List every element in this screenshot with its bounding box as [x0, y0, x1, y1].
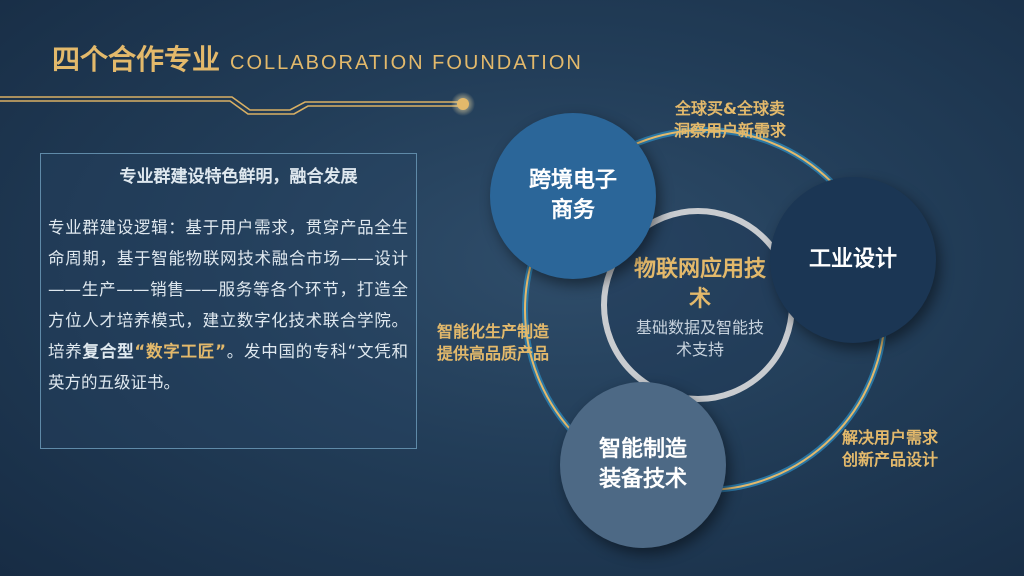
label-smart-production: 智能化生产制造提供高品质产品 — [420, 321, 566, 365]
label-line: 全球买&全球卖 — [675, 99, 785, 118]
node-industrial-design: 工业设计 — [770, 177, 936, 343]
circuit-line — [0, 96, 460, 115]
description-box: 专业群建设特色鲜明，融合发展 专业群建设逻辑：基于用户需求，贯穿产品全生命周期，… — [40, 153, 417, 449]
center-subtitle: 基础数据及智能技术支持 — [635, 318, 764, 359]
node-intelligent-manufacturing: 智能制造装备技术 — [560, 382, 726, 548]
label-global-trade: 全球买&全球卖洞察用户新需求 — [655, 98, 805, 142]
title-en: COLLABORATION FOUNDATION — [230, 52, 583, 74]
label-user-needs: 解决用户需求创新产品设计 — [825, 427, 955, 471]
label-line: 洞察用户新需求 — [673, 121, 786, 140]
box-heading: 专业群建设特色鲜明，融合发展 — [119, 167, 358, 187]
node-cross-border-ecommerce: 跨境电子商务 — [490, 113, 656, 279]
label-line: 智能化生产制造 — [436, 322, 549, 341]
title-cn: 四个合作专业 — [52, 43, 221, 76]
node-label: 跨境电子商务 — [528, 168, 617, 223]
node-label: 智能制造装备技术 — [598, 437, 687, 492]
body-highlight: “数字工匠” — [134, 342, 226, 361]
center-node: 物联网应用技术 基础数据及智能技术支持 — [630, 255, 770, 361]
body-bold: 复合型 — [82, 342, 135, 361]
body-text-end: 。发中国的专科“文凭和英方的五级证书。 — [48, 342, 408, 392]
label-line: 创新产品设计 — [841, 450, 938, 469]
box-body: 专业群建设逻辑：基于用户需求，贯穿产品全生命周期，基于智能物联网技术融合市场——… — [48, 212, 408, 398]
center-title: 物联网应用技术 — [633, 257, 766, 312]
body-text: 专业群建设逻辑：基于用户需求，贯穿产品全生命周期，基于智能物联网技术融合市场——… — [48, 218, 408, 361]
label-line: 提供高品质产品 — [436, 344, 549, 363]
node-label: 工业设计 — [808, 247, 897, 272]
label-line: 解决用户需求 — [841, 428, 938, 447]
page-title: 四个合作专业 COLLABORATION FOUNDATION — [52, 38, 583, 78]
